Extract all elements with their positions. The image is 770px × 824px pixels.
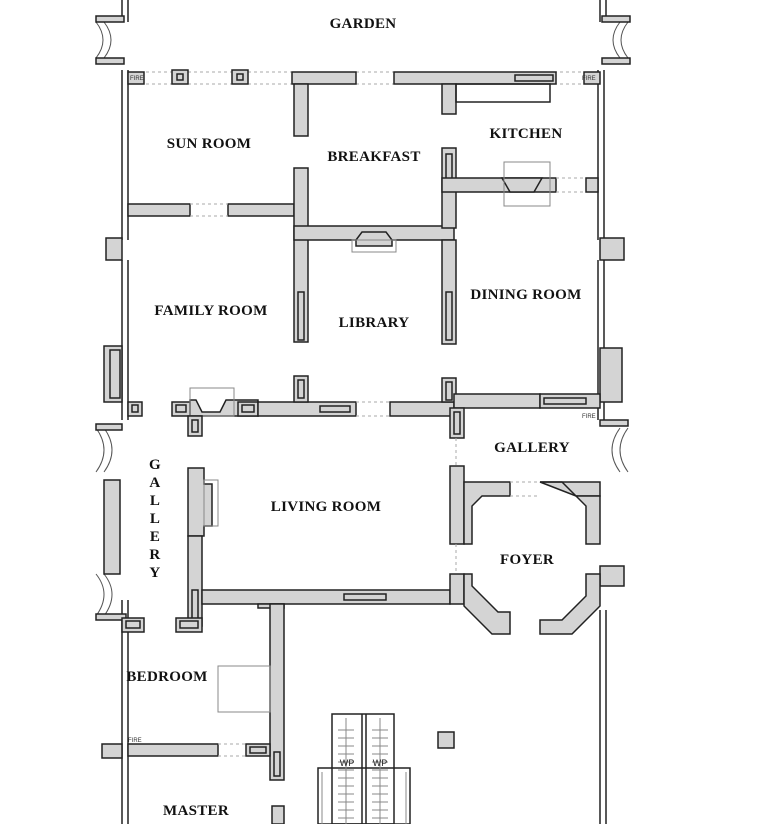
stair-wp-left: WP bbox=[340, 758, 355, 768]
room-label-family-room: FAMILY ROOM bbox=[154, 303, 267, 319]
gallery-letter: Y bbox=[149, 565, 160, 581]
gallery-letter: A bbox=[149, 475, 160, 491]
room-label-dining-room: DINING ROOM bbox=[470, 287, 581, 303]
stair-wp-right: WP bbox=[373, 758, 388, 768]
room-label-living-room: LIVING ROOM bbox=[271, 499, 381, 515]
room-label-gallery-west: G A L L E R Y bbox=[149, 457, 161, 581]
room-label-library: LIBRARY bbox=[339, 315, 410, 331]
room-label-breakfast: BREAKFAST bbox=[327, 149, 420, 165]
gallery-letter: L bbox=[150, 493, 160, 509]
top-wall bbox=[127, 69, 601, 85]
living-room-walls bbox=[187, 407, 465, 627]
room-label-foyer: FOYER bbox=[500, 552, 554, 568]
gallery-letter: L bbox=[150, 511, 160, 527]
staircase bbox=[317, 713, 411, 824]
fire-mark-bedroom: FIRE bbox=[128, 738, 142, 744]
gallery-letter: G bbox=[149, 457, 161, 473]
foyer-walls bbox=[463, 481, 601, 635]
room-label-sun-room: SUN ROOM bbox=[167, 136, 251, 152]
fire-mark-right: FIRE bbox=[582, 76, 596, 82]
room-label-garden: GARDEN bbox=[330, 16, 397, 32]
gallery-letter: R bbox=[149, 547, 160, 563]
hall-column bbox=[437, 731, 455, 749]
garden-doors bbox=[95, 15, 631, 65]
gallery-doors bbox=[95, 419, 629, 621]
middle-wall bbox=[127, 375, 601, 417]
fire-mark-left: FIRE bbox=[130, 76, 144, 82]
room-label-bedroom: BEDROOM bbox=[126, 669, 207, 685]
bedroom-walls bbox=[101, 603, 285, 824]
room-label-kitchen: KITCHEN bbox=[490, 126, 563, 142]
interior-walls-upper bbox=[127, 83, 599, 345]
gallery-letter: E bbox=[150, 529, 160, 545]
fire-mark-gallery: FIRE bbox=[582, 414, 596, 420]
room-label-gallery-east: GALLERY bbox=[494, 440, 570, 456]
room-label-master: MASTER bbox=[163, 803, 229, 819]
family-room-windows bbox=[103, 237, 625, 403]
